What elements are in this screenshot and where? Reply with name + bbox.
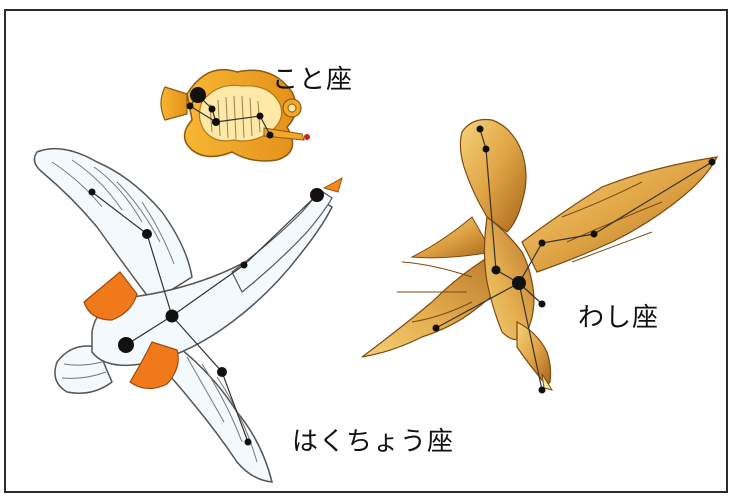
aquila-constellation: [361, 118, 719, 394]
eagle-beak: [541, 373, 554, 391]
star-sadr: [165, 309, 179, 323]
swan-neck: [231, 189, 333, 293]
swan-foot-lower: [129, 341, 179, 390]
star: [432, 324, 440, 332]
star-deneb: [118, 337, 134, 353]
star: [240, 261, 248, 269]
star: [88, 188, 96, 196]
lyre-scroll-inner: [287, 103, 297, 113]
star: [491, 265, 501, 275]
star: [244, 438, 252, 446]
eagle-tail: [459, 118, 527, 233]
star: [538, 239, 546, 247]
swan-lower-feathers: [186, 356, 258, 463]
swan-foot-upper: [83, 271, 138, 321]
star-altair: [512, 276, 526, 290]
star: [538, 386, 546, 394]
label-aquila: わし座: [578, 303, 660, 333]
star: [708, 158, 716, 166]
star: [212, 118, 220, 126]
star: [217, 367, 227, 377]
star: [538, 300, 546, 308]
illustration-frame: こと座 わし座 はくちょう座: [4, 9, 728, 493]
star: [256, 112, 264, 120]
star: [476, 125, 484, 133]
constellation-illustration: [33, 68, 719, 483]
swan-beak: [322, 176, 343, 193]
lyra-constellation: [160, 68, 310, 162]
star: [266, 131, 274, 139]
label-lyra: こと座: [272, 65, 354, 95]
star: [590, 230, 598, 238]
star: [142, 229, 152, 239]
swan-upper-feathers: [51, 159, 175, 265]
swan-upper-wing: [33, 147, 193, 304]
star: [186, 102, 194, 110]
eagle-left-wing: [361, 251, 508, 358]
star-vega: [190, 87, 206, 103]
label-cygnus: はくちょう座: [292, 427, 455, 457]
lyre-horn: [160, 86, 188, 121]
eagle-left-feathers: [397, 261, 473, 323]
eagle-right-wing: [521, 156, 719, 273]
star: [208, 105, 216, 113]
eagle-body: [483, 215, 535, 341]
swan-lower-wing: [150, 341, 273, 483]
cygnus-constellation: [33, 147, 343, 483]
lyre-peg: [263, 127, 305, 141]
star: [482, 145, 490, 153]
star-albireo: [310, 188, 324, 202]
lyre-peg-tip: [304, 134, 310, 140]
